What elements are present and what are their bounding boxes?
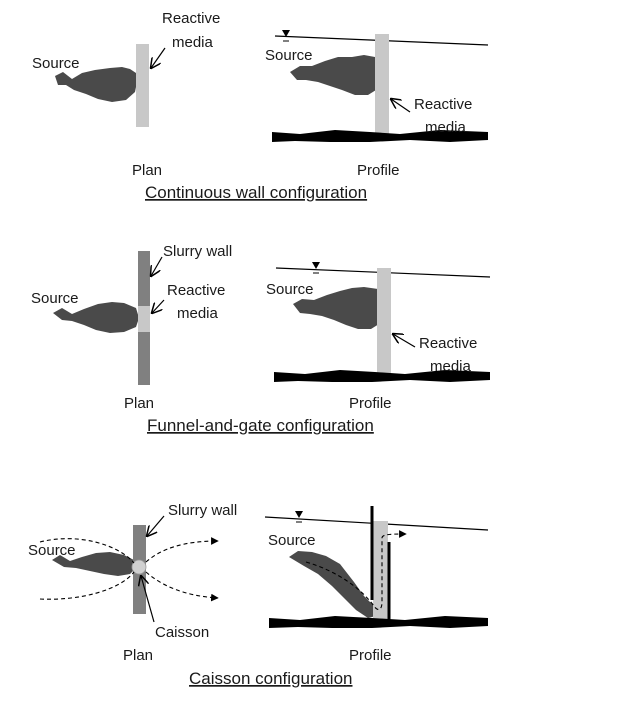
contaminant-plume [289,551,376,618]
source-label: Source [266,281,314,298]
profile-view-continuous: Source Reactive media Profile [265,30,489,179]
view-label: Plan [124,395,154,412]
label-arrow [147,515,165,536]
water-table-marker-icon [295,511,303,518]
reactive-media-label: Reactive [419,335,477,352]
section-funnel-and-gate: Slurry wall Reactive media Source Plan S… [31,243,491,435]
view-label: Plan [132,162,162,179]
label-arrow [141,576,155,623]
reactive-media-label: Reactive [414,96,472,113]
view-label: Profile [349,647,392,664]
source-label: Source [28,542,76,559]
reactive-media-gate [138,306,150,332]
reactive-media-wall [375,34,389,138]
reactive-media-label-2: media [425,119,467,136]
source-label: Source [268,532,316,549]
section-caisson: Slurry wall Source Caisson Plan Source P… [28,502,489,688]
view-label: Profile [357,162,400,179]
label-arrow [152,299,165,313]
section-caption: Caisson configuration [189,669,352,688]
flow-path [145,537,219,563]
contaminant-plume [55,67,137,102]
source-label: Source [31,290,79,307]
section-continuous-wall: Source Reactive media Plan Source Reacti… [32,10,489,202]
reactive-media-label-2: media [430,358,472,375]
contaminant-plume [53,302,139,333]
slurry-wall-label: Slurry wall [168,502,237,519]
flow-path [39,571,135,600]
source-label: Source [32,55,80,72]
contaminant-plume [290,55,376,95]
contaminant-plume [293,287,379,329]
plan-view-continuous: Source Reactive media Plan [32,10,220,179]
label-arrow [391,99,411,113]
flow-path [39,538,135,564]
reactive-media-label: Reactive [167,282,225,299]
ground-layer [269,616,488,628]
section-caption: Funnel-and-gate configuration [147,416,374,435]
plan-view-caisson: Slurry wall Source Caisson Plan [28,502,237,664]
reactive-media-label-2: media [172,34,214,51]
profile-view-caisson: Source Profile [264,506,489,664]
water-table-marker-icon [312,262,320,269]
section-caption: Continuous wall configuration [145,183,367,202]
reactive-media-label: Reactive [162,10,220,27]
label-arrow [151,47,166,68]
label-arrow [393,334,416,348]
view-label: Plan [123,647,153,664]
view-label: Profile [349,395,392,412]
caisson-label: Caisson [155,624,209,641]
contaminant-plume [52,552,136,576]
source-label: Source [265,47,313,64]
ground-layer [274,370,490,382]
reactive-media-wall [136,44,149,127]
caisson [131,559,147,575]
caisson-reactive-media [373,521,388,620]
flow-path [145,571,219,602]
flow-path [305,530,407,611]
plan-view-funnel: Slurry wall Reactive media Source Plan [31,243,232,412]
profile-view-funnel: Source Reactive media Profile [266,262,491,412]
slurry-wall-label: Slurry wall [163,243,232,260]
reactive-media-wall [377,268,391,377]
water-table-marker-icon [282,30,290,37]
label-arrow [151,256,163,276]
reactive-media-label-2: media [177,305,219,322]
ground-layer [272,130,488,142]
